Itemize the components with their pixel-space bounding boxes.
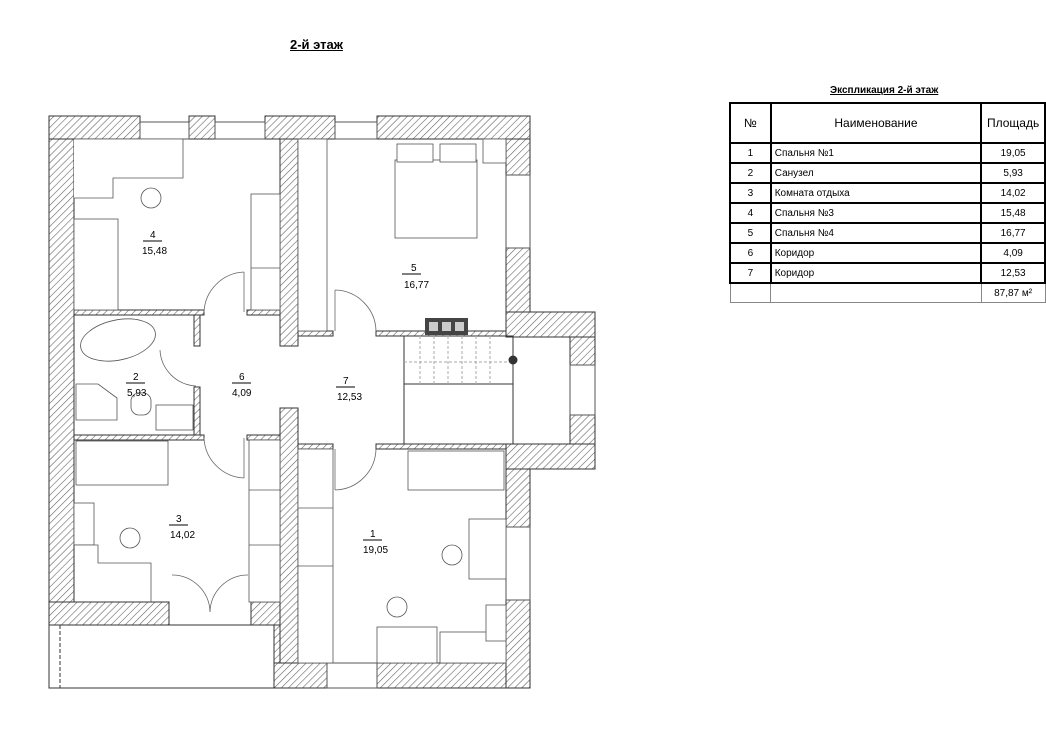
table-total-row: 87,87 м²	[729, 282, 1046, 303]
doors	[159, 271, 377, 613]
chair-icon	[119, 527, 141, 549]
svg-text:4,09: 4,09	[232, 388, 252, 399]
svg-text:5: 5	[411, 263, 417, 274]
stairs	[403, 335, 518, 445]
chimney	[425, 318, 468, 335]
balcony	[48, 624, 275, 689]
room-label-7: 712,53	[336, 376, 362, 403]
svg-text:16,77: 16,77	[404, 280, 429, 291]
header-area: Площадь	[980, 102, 1046, 144]
svg-text:19,05: 19,05	[363, 545, 388, 556]
svg-text:7: 7	[343, 376, 349, 387]
furniture	[73, 138, 507, 664]
svg-text:4: 4	[150, 230, 156, 241]
svg-text:6: 6	[239, 372, 245, 383]
svg-text:12,53: 12,53	[337, 392, 362, 403]
room-labels: 415,48 516,77 25,93 64,09 712,53 314,02 …	[126, 230, 429, 556]
chairs	[119, 187, 463, 618]
windows	[139, 121, 596, 689]
room-label-2: 25,93	[126, 372, 147, 399]
floor-title: 2-й этаж	[290, 37, 343, 52]
chair-icon	[441, 544, 463, 566]
stair-post	[508, 355, 518, 365]
header-num: №	[729, 102, 772, 144]
room-label-4: 415,48	[142, 230, 167, 257]
room-label-1: 119,05	[363, 529, 388, 556]
chair-icon	[140, 187, 162, 209]
table-header: № Наименование Площадь	[729, 102, 1046, 144]
svg-text:14,02: 14,02	[170, 530, 195, 541]
chair-icon	[386, 596, 408, 618]
svg-text:15,48: 15,48	[142, 246, 167, 257]
room-label-5: 516,77	[402, 263, 429, 291]
header-name: Наименование	[769, 102, 983, 144]
table-title: Экспликация 2-й этаж	[830, 85, 939, 96]
svg-text:1: 1	[370, 529, 376, 540]
total-area: 87,87 м²	[980, 282, 1046, 303]
svg-text:5,93: 5,93	[127, 388, 147, 399]
svg-text:3: 3	[176, 514, 182, 525]
room-label-3: 314,02	[169, 514, 195, 541]
svg-text:2: 2	[133, 372, 139, 383]
room-label-6: 64,09	[232, 372, 252, 399]
